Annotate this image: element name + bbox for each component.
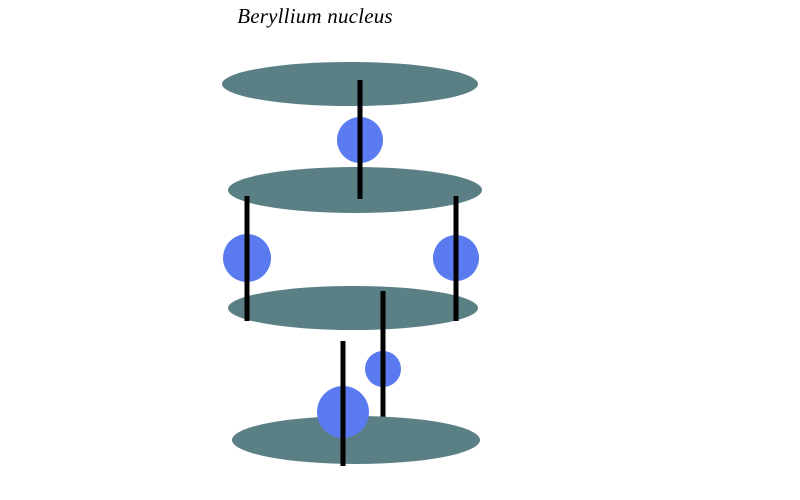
disk-3	[228, 286, 478, 330]
disk-2	[228, 167, 482, 213]
disk-4	[232, 416, 480, 464]
disk-1	[222, 62, 478, 106]
page-title: Beryllium nucleus	[237, 4, 393, 28]
